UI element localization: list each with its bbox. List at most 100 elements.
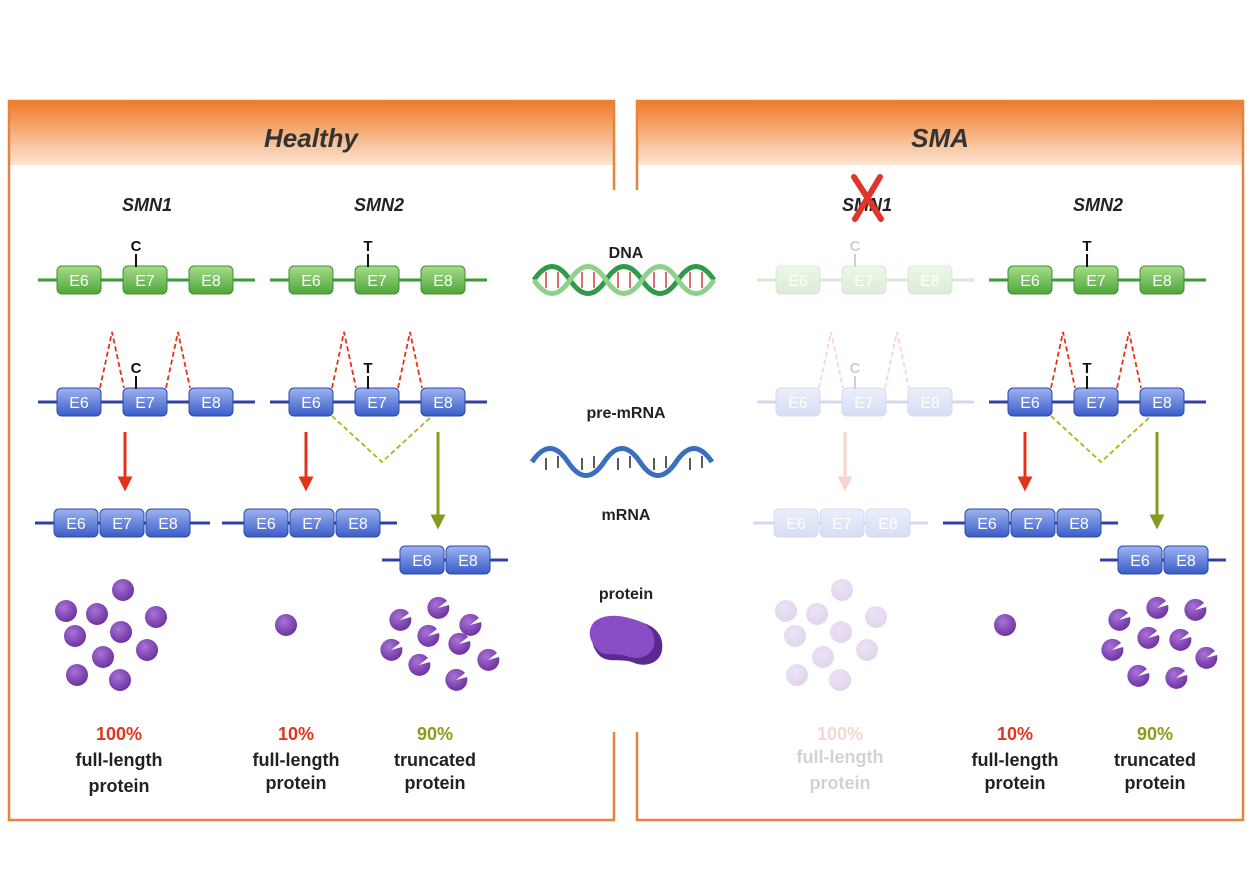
mrna-exon-e7-label: E7: [832, 516, 852, 533]
full-length-protein: [830, 621, 852, 643]
rna-bases: [545, 456, 703, 470]
nucleotide-c: C: [131, 360, 142, 377]
full-length-protein: [786, 664, 808, 686]
truncated-protein: [1184, 598, 1207, 621]
mrna-exon-e7: [1010, 508, 1056, 538]
center-legend: DNA pre-mRNA mRNA protein: [529, 245, 717, 665]
outcome-percent: 10%: [997, 724, 1033, 744]
outcome-percent: 100%: [817, 724, 863, 744]
dna-strand-b: [531, 264, 717, 296]
outcome-line1: truncated: [394, 750, 476, 770]
healthy-smn1-mrna: E6 E7 E8: [35, 508, 210, 538]
pre-mrna-exon-e8: [420, 387, 466, 417]
dna-exon-e7-label: E7: [135, 273, 155, 290]
healthy-panel-border: [7, 99, 616, 822]
protein-label: protein: [599, 586, 653, 603]
truncated-protein: [1108, 608, 1131, 631]
full-length-protein: [831, 579, 853, 601]
splice-intron-7: [165, 331, 191, 389]
dna-exon-e8-label: E8: [201, 273, 221, 290]
sma-smn2-pre-mrna: E6 E7 E8 T: [989, 331, 1206, 464]
splice-intron-6: [818, 331, 844, 389]
sma-panel: SMA: [635, 99, 1245, 822]
truncated-protein: [389, 608, 412, 631]
full-length-protein: [829, 669, 851, 691]
dna-exon-e8: [907, 265, 953, 295]
nucleotide-c: C: [131, 238, 142, 255]
sma-smn2-dna: E6 E7 E8 T: [989, 238, 1206, 295]
outcome-line2: protein: [985, 773, 1046, 793]
full-length-protein: [110, 621, 132, 643]
pre-mrna-exon-e6-label: E6: [1020, 395, 1040, 412]
exon7-skipping-splice: [331, 415, 433, 464]
outcome-line2: protein: [1125, 773, 1186, 793]
healthy-smn2-mrna-truncated: E6 E8: [382, 545, 508, 575]
pre-mrna-exon-e6: [775, 387, 821, 417]
full-length-protein: [55, 600, 77, 622]
full-length-protein: [136, 639, 158, 661]
sma-title: SMA: [911, 123, 969, 153]
pre-mrna-label: pre-mRNA: [586, 405, 666, 422]
exon7-skipping-splice: [1050, 415, 1152, 464]
mrna-exon-e8-label: E8: [1069, 516, 1089, 533]
dna-helix-icon: [531, 264, 717, 296]
nucleotide-t: T: [363, 360, 372, 377]
mrna-exon-e8: [1163, 545, 1209, 575]
splice-intron-7: [884, 331, 910, 389]
full-length-protein: [64, 625, 86, 647]
truncated-protein: [1137, 626, 1160, 649]
nucleotide-t: T: [1082, 238, 1091, 255]
dna-exon-e6: [775, 265, 821, 295]
mrna-exon-e6-label: E6: [256, 516, 276, 533]
dna-exon-e6: [288, 265, 334, 295]
outcome-percent: 90%: [1137, 724, 1173, 744]
pre-mrna-exon-e7-label: E7: [1086, 395, 1106, 412]
mrna-exon-e6-label: E6: [786, 516, 806, 533]
sma-smn2-label: SMN2: [1073, 195, 1123, 215]
splice-intron-7: [1116, 331, 1142, 389]
dna-exon-e8-label: E8: [920, 273, 940, 290]
mrna-exon-e7: [99, 508, 145, 538]
protein-icon: [589, 615, 663, 665]
sma-smn1-mrna: E6 E7 E8: [753, 508, 928, 538]
mrna-exon-e8-label: E8: [158, 516, 178, 533]
mrna-exon-e7-label: E7: [302, 516, 322, 533]
mrna-exon-e6: [53, 508, 99, 538]
healthy-smn2-mrna-full: E6 E7 E8: [222, 508, 397, 538]
rna-strand-icon: [529, 446, 715, 478]
healthy-smn2-column: SMN2 E6 E7 E8 T E6 E7 E8 T: [222, 195, 508, 793]
pre-mrna-exon-e6: [1007, 387, 1053, 417]
dna-exon-e8: [188, 265, 234, 295]
mrna-exon-e8-label: E8: [878, 516, 898, 533]
truncated-protein: [380, 638, 403, 661]
dna-exon-e8: [1139, 265, 1185, 295]
truncated-protein: [1165, 666, 1188, 689]
full-length-protein: [865, 606, 887, 628]
protein-shape-front: [589, 615, 655, 658]
dna-exon-e6-label: E6: [69, 273, 89, 290]
nucleotide-t: T: [363, 238, 372, 255]
nucleotide-c: C: [850, 238, 861, 255]
rna-backbone: [529, 446, 715, 478]
outcome-line2: protein: [405, 773, 466, 793]
mrna-exon-e6: [399, 545, 445, 575]
pre-mrna-exon-e6-label: E6: [788, 395, 808, 412]
full-length-protein: [775, 600, 797, 622]
nucleotide-c: C: [850, 360, 861, 377]
mrna-exon-e6: [964, 508, 1010, 538]
mrna-exon-e7: [289, 508, 335, 538]
full-length-protein-cluster: [55, 579, 167, 691]
healthy-smn2-label: SMN2: [354, 195, 404, 215]
mrna-exon-e6-label: E6: [412, 553, 432, 570]
outcome-line2: protein: [89, 776, 150, 796]
dna-exon-e7: [354, 265, 400, 295]
healthy-panel: Healthy: [7, 99, 616, 822]
healthy-header-band: [9, 101, 614, 165]
outcome-percent: 100%: [96, 724, 142, 744]
dna-label: DNA: [609, 245, 644, 262]
dna-exon-e7: [122, 265, 168, 295]
truncated-protein: [448, 632, 471, 655]
cross-stroke: [852, 174, 883, 222]
pre-mrna-exon-e7: [1073, 387, 1119, 417]
mrna-exon-e8: [1056, 508, 1102, 538]
